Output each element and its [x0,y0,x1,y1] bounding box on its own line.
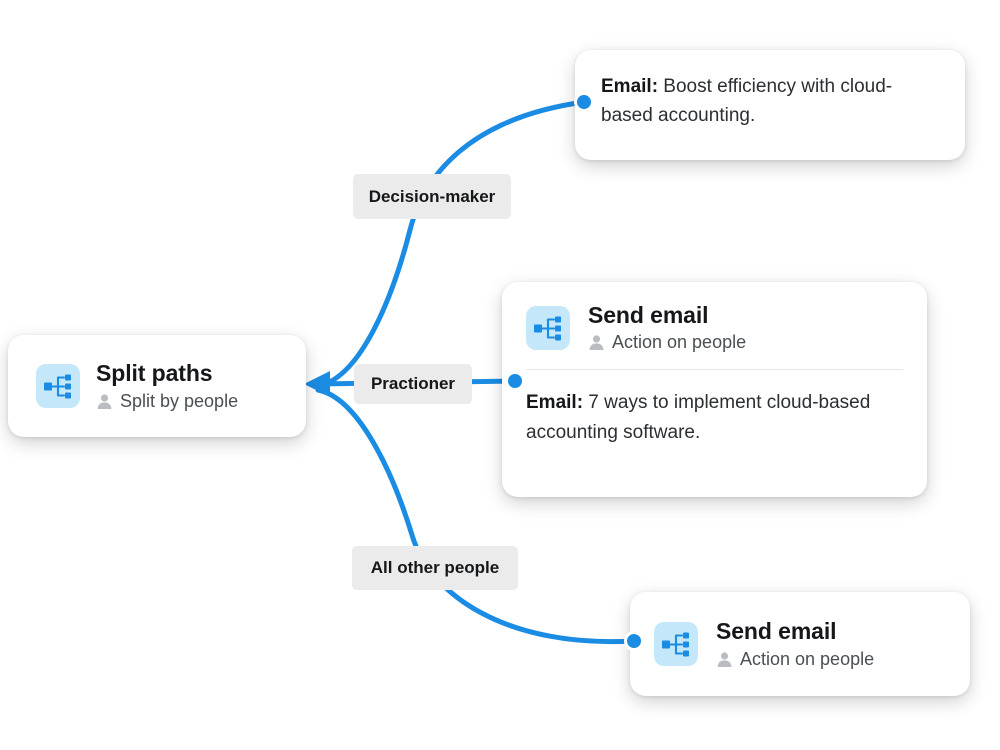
node-text-block: Split paths Split by people [96,360,238,411]
email-preview-text: Email: Boost efficiency with cloud-based… [601,72,939,131]
card-text-block: Send email Action on people [716,618,874,669]
connector-dot-middle[interactable] [505,371,525,391]
person-icon [589,335,604,351]
card-subtitle-label: Action on people [612,332,747,353]
person-icon [97,394,112,409]
card-email-top[interactable]: Email: Boost efficiency with cloud-based… [575,50,965,160]
card-send-email-bottom[interactable]: Send email Action on people [630,592,970,696]
node-subtitle-label: Split by people [120,390,239,411]
email-body-text: Boost efficiency with cloud-based accoun… [601,76,893,127]
person-icon [717,652,732,667]
card-title: Send email [588,302,709,328]
branch-label-all-other-people[interactable]: All other people [352,546,518,590]
card-subtitle-row: Action on people [588,332,746,353]
connector-dot-top[interactable] [574,92,594,112]
card-subtitle-row: Action on people [716,649,874,670]
split-paths-icon [36,364,80,408]
card-text-block: Send email Action on people [588,302,746,353]
card-divider [526,369,903,371]
card-header: Send email Action on people [526,302,903,353]
arrowhead-icon [304,371,330,397]
email-preview-text: Email: 7 ways to implement cloud-based a… [526,388,903,447]
split-paths-icon [654,622,698,666]
connector-dot-bottom[interactable] [624,631,644,651]
email-prefix-label: Email: [526,392,584,414]
split-paths-icon [526,305,570,350]
node-subtitle-row: Split by people [96,391,238,412]
card-subtitle-label: Action on people [740,648,875,669]
branch-label-practioner[interactable]: Practioner [354,364,472,404]
email-prefix-label: Email: [601,76,659,97]
branch-label-decision-maker[interactable]: Decision-maker [353,174,511,219]
branch-label-text: All other people [370,558,500,577]
branch-label-text: Decision-maker [368,186,496,206]
card-title: Send email [716,618,837,645]
node-title: Split paths [96,360,213,387]
node-split-paths[interactable]: Split paths Split by people [8,335,306,437]
card-send-email-middle[interactable]: Send email Action on people Email: 7 way… [502,282,927,497]
branch-label-text: Practioner [370,374,456,393]
